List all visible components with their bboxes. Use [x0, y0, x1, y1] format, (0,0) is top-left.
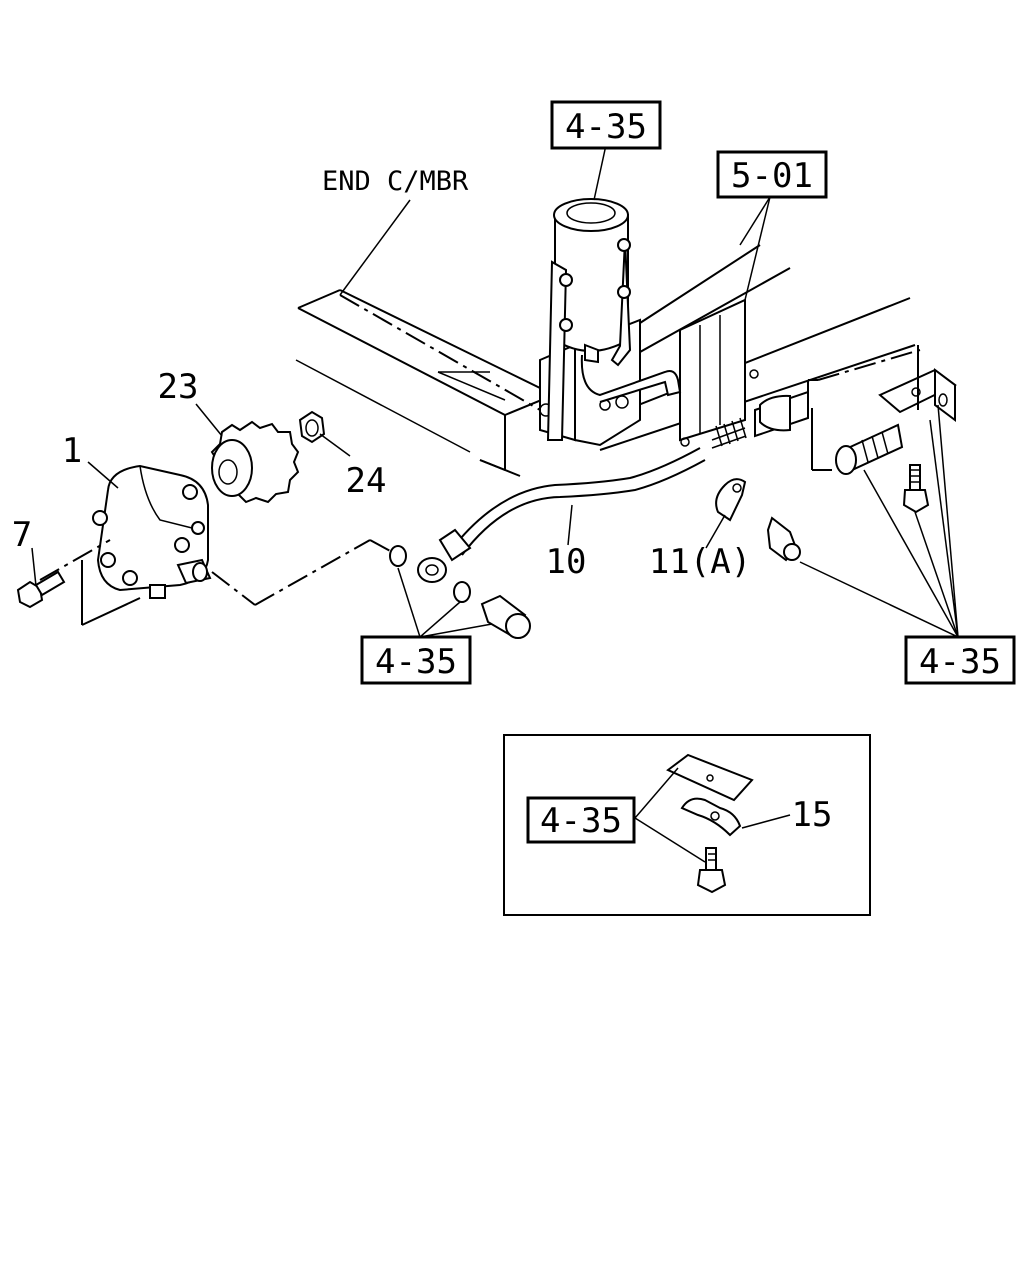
- banjo-bolt: [211, 539, 531, 639]
- callout-inset-clip: 15: [792, 795, 833, 835]
- gear-23: [210, 420, 300, 504]
- ref-bottom-right-text: 4-35: [919, 642, 1001, 682]
- callout-clip: 11(A): [649, 542, 751, 582]
- ref-box-frame: 5-01: [716, 150, 828, 199]
- callout-nut: 24: [346, 461, 387, 501]
- leader-lines: [31, 144, 959, 638]
- callout-gear: 23: [158, 367, 199, 407]
- ref-top-text: 4-35: [565, 107, 647, 147]
- callout-hose: 10: [546, 542, 587, 582]
- inset-detail: [503, 734, 871, 916]
- callout-bolt: 7: [12, 515, 32, 555]
- pump-1: [39, 464, 212, 626]
- hose-fitting: [711, 379, 818, 449]
- ref-box-bottom-left: 4-35: [360, 635, 472, 685]
- nut-24: [298, 410, 326, 444]
- ref-bottom-left-text: 4-35: [375, 642, 457, 682]
- callout-pump: 1: [62, 431, 82, 471]
- frame-label: END C/MBR: [322, 166, 469, 197]
- ref-box-top: 4-35: [550, 100, 662, 150]
- ref-box-inset: 4-35: [526, 796, 636, 844]
- ref-inset-text: 4-35: [540, 801, 622, 841]
- ref-box-bottom-right: 4-35: [904, 635, 1016, 685]
- hose-10: [417, 437, 706, 583]
- clip-11a: [715, 478, 801, 562]
- bolt-7: [16, 570, 66, 609]
- ref-frame-text: 5-01: [731, 156, 813, 196]
- reservoir-tank: [546, 198, 682, 441]
- right-bracket: [811, 345, 957, 514]
